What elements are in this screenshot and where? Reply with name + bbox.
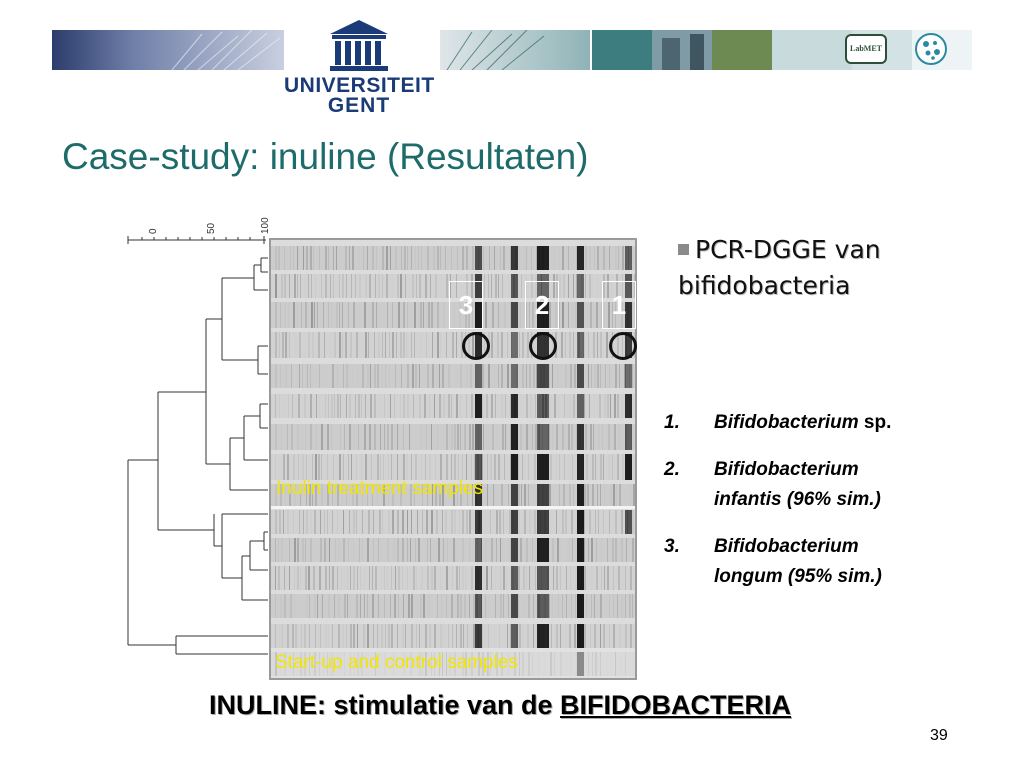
university-name: UNIVERSITEIT GENT: [284, 74, 435, 117]
species-detail: longum (95% sim.): [714, 566, 882, 587]
university-line2: GENT: [327, 94, 391, 117]
footer-underlined: BIFIDOBACTERIA: [560, 690, 792, 720]
dendrogram: 0 50 100: [127, 217, 268, 655]
lane-label-2: 2: [525, 281, 559, 329]
band-circle-2: [529, 332, 557, 360]
species-name: Bifidobacterium: [714, 459, 859, 480]
species-name: Bifidobacterium: [714, 412, 859, 433]
bullet-square-icon: [678, 244, 689, 255]
header-banner: [52, 30, 972, 70]
page-number: 39: [930, 727, 948, 744]
species-list: 1. Bifidobacterium sp. 2. Bifidobacteriu…: [664, 408, 1014, 609]
slide-title: Case-study: inuline (Resultaten): [62, 136, 589, 177]
bullet-pcr-dgge: PCR-DGGE van bifidobacteria: [678, 232, 1008, 304]
bullet-line1: PCR-DGGE van: [695, 235, 881, 264]
scale-tick-50: 50: [206, 222, 217, 234]
species-num: 1.: [664, 412, 680, 433]
scale-tick-0: 0: [148, 228, 159, 234]
university-line1: UNIVERSITEIT: [284, 74, 435, 97]
bullet-line2: bifidobacteria: [678, 271, 851, 300]
band-circle-3: [462, 332, 490, 360]
species-name: Bifidobacterium: [714, 536, 859, 557]
footer-prefix: INULINE: stimulatie van de: [208, 690, 561, 720]
lane-label-3: 3: [449, 281, 483, 329]
labmet-badge: LabMET: [845, 34, 887, 64]
species-num: 3.: [664, 536, 680, 557]
dgge-gel-image: [269, 238, 637, 680]
scale-tick-100: 100: [260, 217, 268, 234]
species-item-1: 1. Bifidobacterium sp.: [664, 408, 1014, 438]
inulin-samples-caption: Inulin treatment samples: [276, 478, 483, 499]
temple-icon: [330, 20, 388, 71]
gel-bands: [271, 240, 635, 678]
species-suffix: sp.: [858, 412, 892, 433]
species-detail: infantis (96% sim.): [714, 489, 881, 510]
footer-title: INULINE: stimulatie van de BIFIDOBACTERI…: [0, 690, 1000, 721]
species-item-2: 2. Bifidobacterium infantis (96% sim.): [664, 455, 1014, 515]
band-circle-1: [609, 332, 637, 360]
lane-label-1: 1: [602, 281, 636, 329]
molecule-icon: [915, 33, 947, 65]
species-num: 2.: [664, 459, 680, 480]
control-samples-caption: Start-up and control samples: [275, 652, 518, 673]
university-logo: [284, 14, 434, 124]
species-item-3: 3. Bifidobacterium longum (95% sim.): [664, 532, 1014, 592]
